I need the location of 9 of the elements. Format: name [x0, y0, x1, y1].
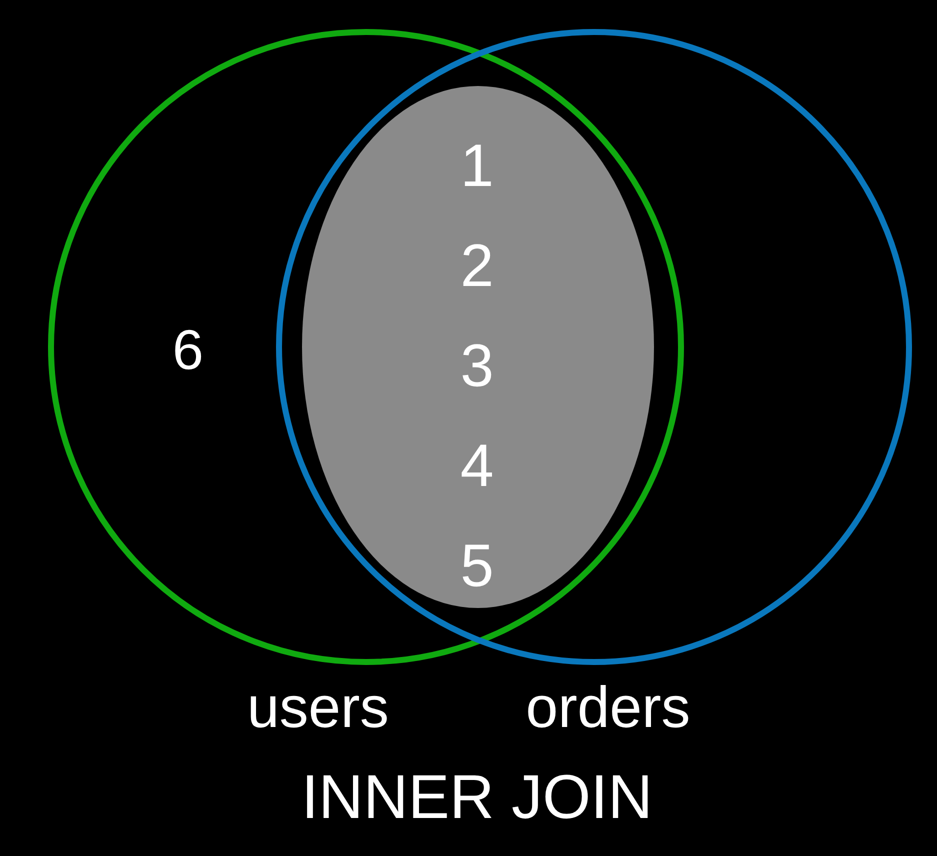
- count-number: 3: [460, 336, 494, 396]
- count-number: 6: [172, 322, 204, 378]
- set-label: orders: [526, 679, 690, 737]
- count-number: 2: [460, 236, 494, 296]
- count-number: 5: [460, 536, 494, 596]
- caption: INNER JOIN: [301, 767, 653, 829]
- count-number: 4: [460, 436, 494, 496]
- set-label: users: [247, 679, 389, 737]
- count-number: 1: [460, 136, 494, 196]
